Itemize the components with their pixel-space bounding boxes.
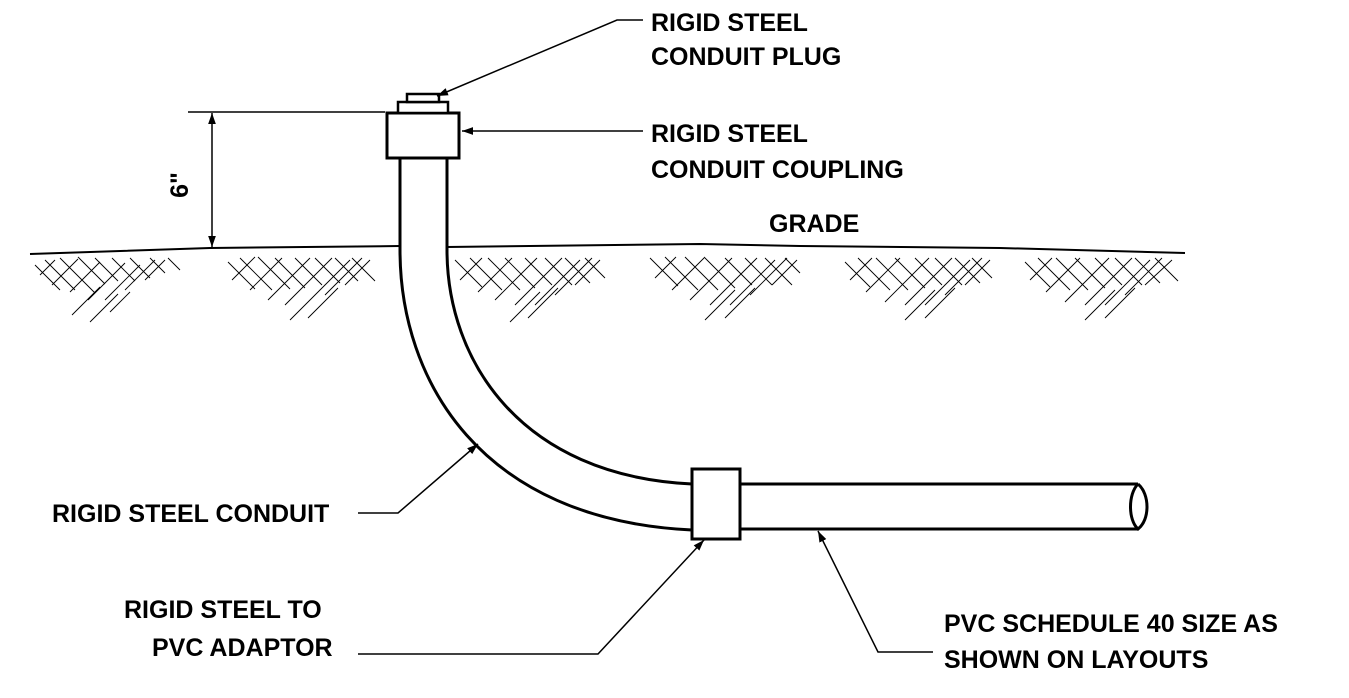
plug-leader [436,19,643,97]
adaptor-label-line2: PVC ADAPTOR [152,634,333,662]
soil-hatch-6 [1024,257,1179,321]
conduit-label: RIGID STEEL CONDUIT [52,500,329,528]
pvc-pipe [740,482,1138,531]
conduit-leader [358,443,479,514]
conduit-coupling [385,111,461,160]
pvc-pipe-break [1129,482,1149,531]
adaptor-label-line1: RIGID STEEL TO [124,596,322,624]
grade-line [29,242,1186,255]
rigid-steel-conduit-inner [445,158,693,486]
plug-label-line1: RIGID STEEL [651,9,808,37]
pvc-label-line1: PVC SCHEDULE 40 SIZE AS [944,610,1278,638]
soil-hatch-2 [227,256,376,321]
soil-hatch-4 [649,256,801,321]
soil-hatch-5 [844,257,993,321]
pvc-label-line2: SHOWN ON LAYOUTS [944,646,1208,674]
conduit-plug-top [405,92,441,104]
conduit-plug-base [396,100,450,115]
adaptor-leader [358,539,705,655]
coupling-label-line2: CONDUIT COUPLING [651,156,904,184]
soil-hatch-1 [34,256,181,323]
dimension-label: 6" [166,172,194,198]
grade-label: GRADE [769,210,859,238]
pvc-leader [817,530,933,653]
soil-hatch-3 [454,257,606,323]
pvc-adaptor [690,467,742,541]
plug-label-line2: CONDUIT PLUG [651,43,841,71]
rigid-steel-conduit [398,158,693,532]
coupling-label-line1: RIGID STEEL [651,120,808,148]
